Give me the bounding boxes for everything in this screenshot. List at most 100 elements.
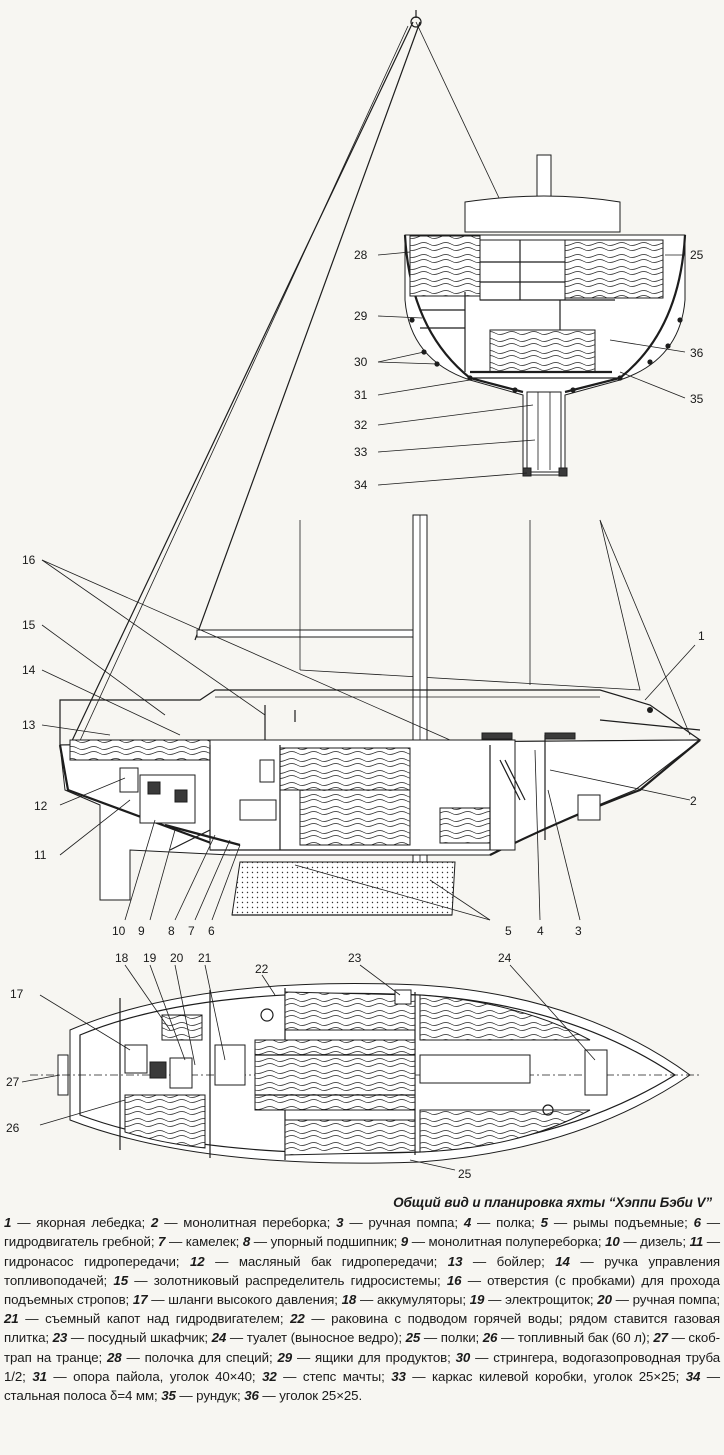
legend-item-20: 20 — ручная помпа; xyxy=(597,1292,720,1307)
legend-item-26: 26 — топливный бак (60 л); xyxy=(483,1330,654,1345)
legend-number: 35 xyxy=(161,1388,176,1404)
legend-text: — топливный бак (60 л); xyxy=(497,1330,654,1346)
legend-number: 5 xyxy=(540,1215,548,1231)
legend-number: 13 xyxy=(447,1253,463,1269)
legend-item-29: 29 — ящики для продуктов; xyxy=(277,1350,455,1365)
label-12: 12 xyxy=(34,799,48,813)
legend-item-1: 1 — якорная лебедка; xyxy=(4,1215,151,1230)
legend-item-32: 32 — степс мачты; xyxy=(262,1369,391,1384)
legend-number: 19 xyxy=(469,1292,485,1308)
legend-number: 32 xyxy=(262,1368,277,1384)
legend-text: — отверстия (с пробками) для прохода под… xyxy=(4,1272,720,1308)
label-32: 32 xyxy=(354,418,368,432)
legend-number: 20 xyxy=(597,1292,612,1308)
label-13: 13 xyxy=(22,718,36,732)
legend-item-7: 7 — камелек; xyxy=(158,1234,243,1249)
legend-number: 27 xyxy=(653,1330,668,1346)
label-11: 11 xyxy=(34,848,47,862)
legend-number: 9 xyxy=(400,1234,409,1250)
label-28: 28 xyxy=(354,248,368,262)
legend-item-3: 3 — ручная помпа; xyxy=(336,1215,464,1230)
label-21: 21 xyxy=(198,951,212,965)
legend: 1 — якорная лебедка; 2 — монолитная пере… xyxy=(4,1213,720,1405)
label-23: 23 xyxy=(348,951,362,965)
legend-item-12: 12 — масляный бак гидропередачи; xyxy=(190,1254,448,1269)
legend-item-31: 31 — опора пайола, уголок 40×40; xyxy=(32,1369,262,1384)
legend-number: 21 xyxy=(4,1311,19,1327)
label-20: 20 xyxy=(170,951,184,965)
legend-text: — стальная полоса δ=4 мм; xyxy=(4,1368,720,1404)
label-30: 30 xyxy=(354,355,368,369)
legend-item-16: 16 — отверстия (с пробками) для прохода … xyxy=(4,1273,720,1307)
legend-number: 24 xyxy=(211,1330,227,1346)
legend-text: — рымы подъемные; xyxy=(547,1215,694,1231)
legend-item-6: 6 — гидродвигатель гребной; xyxy=(4,1215,720,1249)
legend-number: 4 xyxy=(463,1215,472,1231)
label-24: 24 xyxy=(498,951,512,965)
legend-text: — ручка управления топливоподачей; xyxy=(4,1253,720,1288)
legend-text: — полочка для специй; xyxy=(121,1349,278,1365)
legend-number: 23 xyxy=(52,1330,68,1346)
legend-number: 7 xyxy=(158,1234,166,1250)
label-3: 3 xyxy=(575,924,582,938)
label-15: 15 xyxy=(22,618,36,632)
legend-text: — каркас килевой коробки, уголок 25×25; xyxy=(405,1368,686,1384)
legend-number: 14 xyxy=(555,1253,570,1269)
legend-text: — ручная помпа; xyxy=(611,1292,721,1308)
legend-item-25: 25 — полки; xyxy=(406,1330,483,1345)
legend-text: — упорный подшипник; xyxy=(250,1234,401,1250)
legend-number: 28 xyxy=(107,1349,122,1365)
legend-text: — камелек; xyxy=(165,1234,243,1250)
legend-number: 17 xyxy=(132,1292,148,1308)
label-14: 14 xyxy=(22,663,36,677)
legend-text: — якорная лебедка; xyxy=(11,1215,152,1231)
legend-item-2: 2 — монолитная переборка; xyxy=(151,1215,336,1230)
legend-item-34: 34 — стальная полоса δ=4 мм; xyxy=(4,1369,720,1403)
legend-item-4: 4 — полка; xyxy=(464,1215,541,1230)
legend-number: 15 xyxy=(113,1272,128,1288)
label-6: 6 xyxy=(208,924,215,938)
label-9: 9 xyxy=(138,924,145,938)
legend-item-14: 14 — ручка управления топливоподачей; xyxy=(4,1254,720,1288)
legend-number: 25 xyxy=(405,1330,421,1346)
legend-text: — масляный бак гидропередачи; xyxy=(204,1253,448,1269)
legend-text: — уголок 25×25. xyxy=(258,1388,363,1404)
label-22: 22 xyxy=(255,962,269,976)
label-27: 27 xyxy=(6,1075,20,1089)
legend-number: 33 xyxy=(391,1368,406,1384)
label-8: 8 xyxy=(168,924,175,938)
legend-text: — аккумуляторы; xyxy=(356,1292,470,1308)
figure-caption: Общий вид и планировка яхты “Хэппи Бэби … xyxy=(4,1193,720,1405)
legend-item-10: 10 — дизель; xyxy=(605,1234,689,1249)
legend-text: — монолитная полупереборка; xyxy=(408,1234,606,1250)
legend-item-9: 9 — монолитная полупереборка; xyxy=(401,1234,605,1249)
label-25-section: 25 xyxy=(690,248,704,262)
legend-number: 11 xyxy=(689,1234,704,1250)
label-29: 29 xyxy=(354,309,368,323)
legend-number: 34 xyxy=(685,1368,701,1384)
legend-text: — скоб-трап на транце; xyxy=(4,1330,720,1365)
label-35: 35 xyxy=(690,392,704,406)
legend-text: — посудный шкафчик; xyxy=(67,1330,212,1346)
label-1: 1 xyxy=(698,629,705,643)
legend-text: — ящики для продуктов; xyxy=(292,1349,456,1365)
yacht-drawing: 28 25 29 30 36 31 35 32 33 34 xyxy=(6,10,705,1181)
legend-text: — опора пайола, уголок 40×40; xyxy=(46,1368,263,1384)
label-7: 7 xyxy=(188,924,195,938)
legend-item-15: 15 — золотниковый распределитель гидроси… xyxy=(113,1273,446,1288)
legend-number: 18 xyxy=(341,1292,357,1308)
legend-item-35: 35 — рундук; xyxy=(161,1388,244,1403)
legend-text: — электрощиток; xyxy=(484,1292,598,1308)
label-31: 31 xyxy=(354,388,368,402)
legend-number: 22 xyxy=(290,1311,305,1327)
rigging xyxy=(69,10,691,746)
legend-item-19: 19 — электрощиток; xyxy=(470,1292,598,1307)
legend-item-13: 13 — бойлер; xyxy=(448,1254,555,1269)
label-26: 26 xyxy=(6,1121,20,1135)
legend-number: 26 xyxy=(482,1330,498,1346)
legend-item-30: 30 — стрингера, водогазопроводная труба … xyxy=(4,1350,720,1384)
legend-item-21: 21 — съемный капот над гидродвигателем; xyxy=(4,1311,290,1326)
label-36: 36 xyxy=(690,346,704,360)
legend-number: 6 xyxy=(693,1215,701,1231)
label-5: 5 xyxy=(505,924,512,938)
